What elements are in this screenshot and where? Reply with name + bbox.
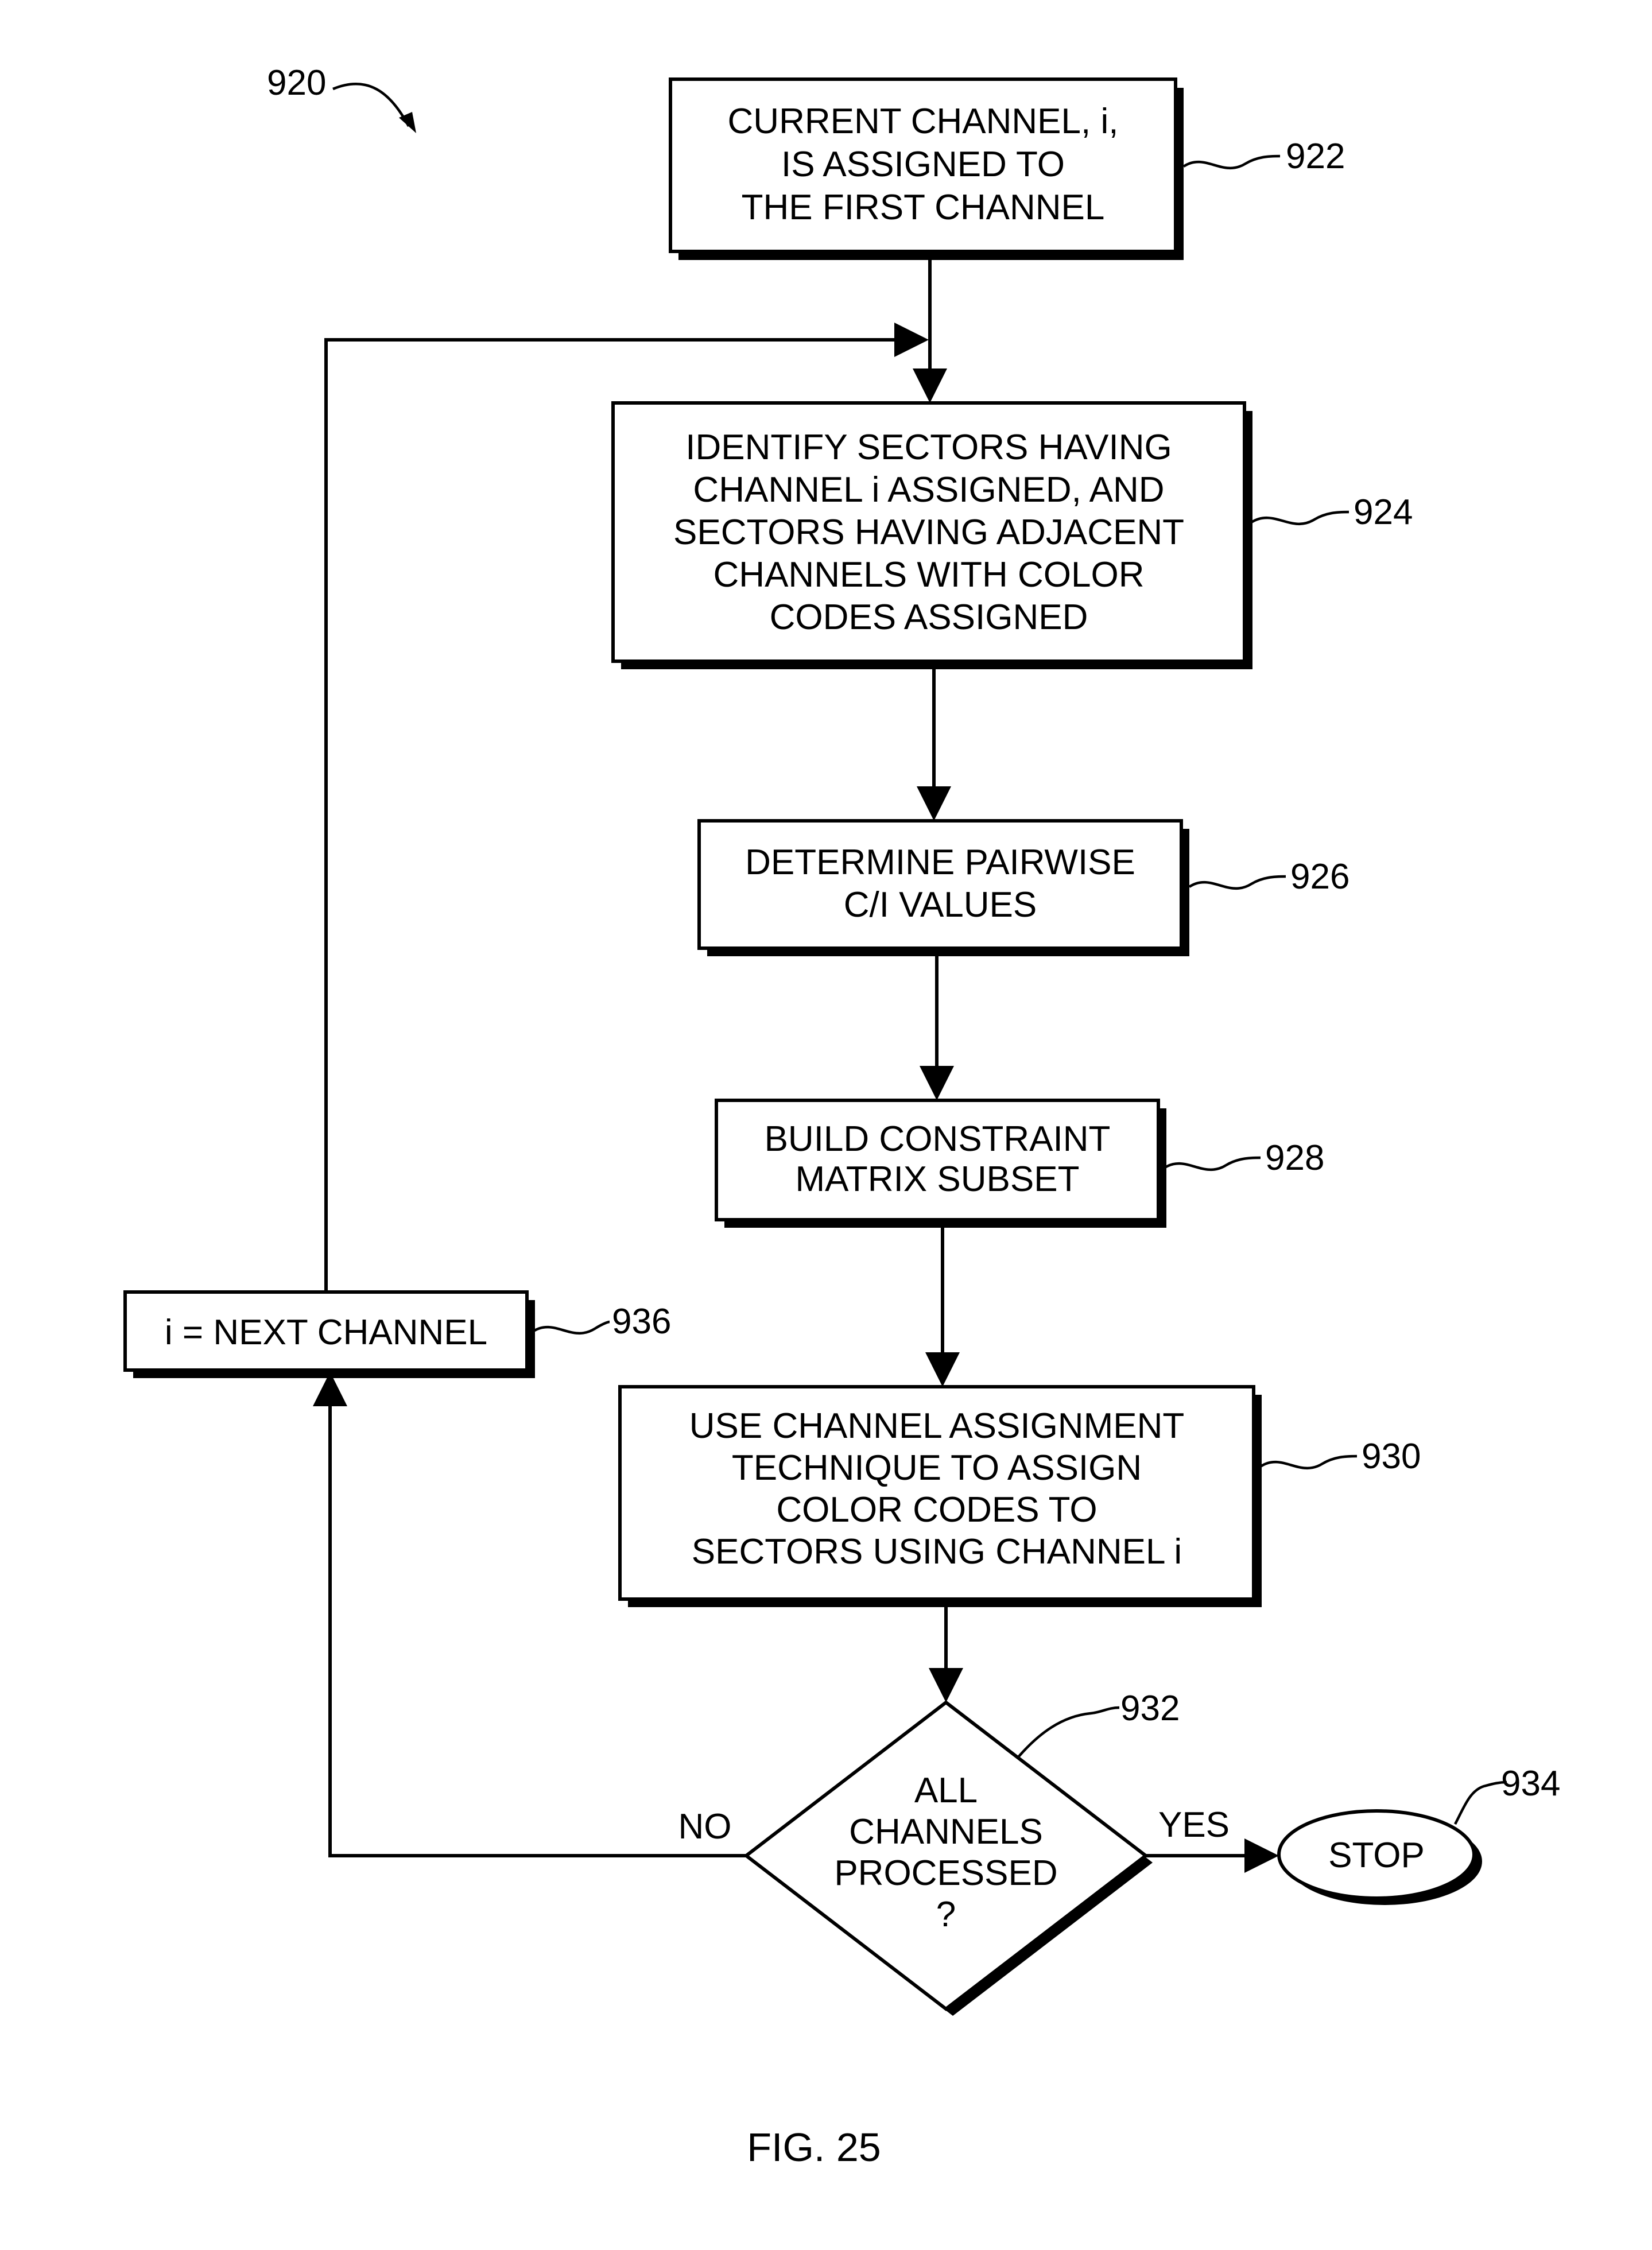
step-926-line-1: DETERMINE PAIRWISE <box>745 843 1135 882</box>
step-936-leader <box>533 1322 610 1333</box>
step-928-line-2: MATRIX SUBSET <box>796 1159 1080 1199</box>
step-928-ref: 928 <box>1265 1138 1324 1178</box>
step-922-leader <box>1184 156 1280 168</box>
step-922-line-2: IS ASSIGNED TO <box>781 145 1065 184</box>
stop-934-label: STOP <box>1328 1836 1425 1875</box>
step-930-leader <box>1261 1456 1357 1468</box>
step-928-line-1: BUILD CONSTRAINT <box>765 1119 1111 1159</box>
step-924-ref: 924 <box>1354 492 1413 532</box>
step-936-ref: 936 <box>612 1302 671 1341</box>
step-930-line-3: COLOR CODES TO <box>776 1490 1097 1530</box>
step-924-line-5: CODES ASSIGNED <box>770 598 1088 637</box>
step-924-leader <box>1251 512 1349 524</box>
stop-934-ref: 934 <box>1501 1764 1560 1803</box>
decision-932-leader <box>1019 1708 1119 1756</box>
step-924-line-1: IDENTIFY SECTORS HAVING <box>685 428 1172 467</box>
step-930-line-1: USE CHANNEL ASSIGNMENT <box>689 1406 1184 1446</box>
step-930-line-2: TECHNIQUE TO ASSIGN <box>732 1448 1142 1488</box>
step-928-leader <box>1164 1158 1261 1170</box>
step-924-line-4: CHANNELS WITH COLOR <box>713 555 1145 595</box>
step-924-line-2: CHANNEL i ASSIGNED, AND <box>693 470 1164 510</box>
figure-ref-920: 920 <box>267 63 326 103</box>
step-930-ref: 930 <box>1362 1437 1421 1476</box>
stop-934-leader <box>1455 1782 1507 1824</box>
figure-caption: FIG. 25 <box>747 2125 881 2170</box>
branch-yes-label: YES <box>1158 1805 1230 1845</box>
branch-no-label: NO <box>678 1807 732 1846</box>
step-926-ref: 926 <box>1290 857 1349 897</box>
step-936-label: i = NEXT CHANNEL <box>165 1313 487 1352</box>
figure-ref-arrow <box>333 84 409 126</box>
step-922-line-3: THE FIRST CHANNEL <box>742 188 1105 227</box>
decision-932-line-2: CHANNELS <box>849 1812 1043 1852</box>
decision-932-line-3: PROCESSED <box>834 1853 1057 1893</box>
step-922-line-1: CURRENT CHANNEL, i, <box>728 102 1119 141</box>
step-930-line-4: SECTORS USING CHANNEL i <box>692 1532 1182 1572</box>
step-926-line-2: C/I VALUES <box>844 885 1037 925</box>
step-924-line-3: SECTORS HAVING ADJACENT <box>673 513 1184 552</box>
step-926-leader <box>1189 876 1286 889</box>
decision-932-ref: 932 <box>1120 1689 1180 1728</box>
decision-932-line-4: ? <box>936 1895 956 1934</box>
decision-932-line-1: ALL <box>914 1771 978 1810</box>
step-922-ref: 922 <box>1286 137 1345 176</box>
